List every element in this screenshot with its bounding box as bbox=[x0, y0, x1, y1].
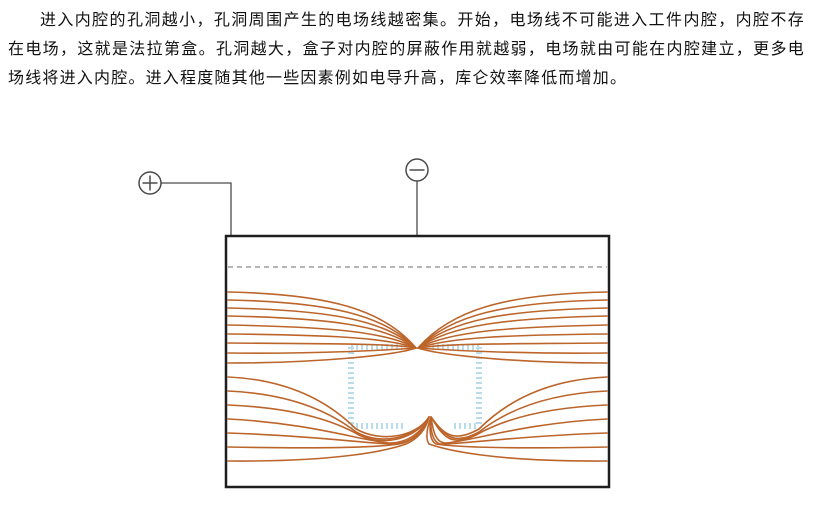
field-line-path bbox=[429, 416, 608, 449]
negative-terminal bbox=[405, 158, 429, 182]
field-line-path bbox=[227, 333, 417, 349]
field-line-path bbox=[227, 299, 417, 349]
field-line-path bbox=[417, 299, 608, 349]
field-line-path bbox=[227, 416, 430, 444]
field-lines bbox=[227, 291, 608, 462]
field-line-path bbox=[227, 347, 417, 364]
field-line-path bbox=[417, 333, 608, 349]
field-line-path bbox=[417, 347, 608, 364]
field-line-path bbox=[417, 307, 608, 349]
field-line-path bbox=[227, 404, 430, 442]
field-line-path bbox=[227, 315, 417, 349]
paragraph-text: 进入内腔的孔洞越小，孔洞周围产生的电场线越密集。开始，电场线不可能进入工件内腔，… bbox=[8, 12, 805, 87]
positive-wire bbox=[161, 182, 232, 237]
positive-terminal bbox=[138, 171, 162, 195]
field-line-path bbox=[430, 404, 608, 441]
field-line-path bbox=[430, 416, 608, 444]
field-line-path bbox=[227, 324, 417, 349]
field-line-path bbox=[417, 342, 608, 349]
field-line-path bbox=[426, 416, 608, 462]
field-line-path bbox=[430, 390, 608, 440]
field-line-path bbox=[227, 390, 430, 440]
field-line-path bbox=[227, 416, 430, 449]
field-line-path bbox=[227, 416, 430, 462]
field-line-path bbox=[417, 324, 608, 349]
field-line-path bbox=[430, 376, 608, 437]
field-line-path bbox=[417, 291, 608, 349]
field-line-path bbox=[227, 347, 417, 354]
field-line-path bbox=[227, 291, 417, 349]
cavity-walls bbox=[348, 344, 482, 429]
field-line-path bbox=[430, 416, 608, 445]
field-line-path bbox=[417, 315, 608, 349]
field-line-path bbox=[417, 347, 608, 354]
field-line-path bbox=[227, 376, 430, 438]
field-line-path bbox=[227, 307, 417, 349]
field-line-path bbox=[227, 342, 417, 349]
